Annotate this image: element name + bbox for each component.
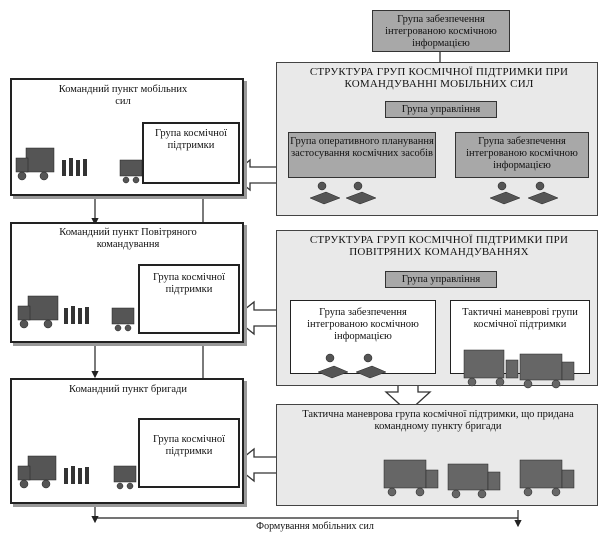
structure-air-title: СТРУКТУРА ГРУП КОСМІЧНОЇ ПІДТРИМКИ ПРИ П… [309, 234, 569, 258]
command-post-brigade-label: Командний пункт бригади [68, 384, 187, 395]
support-group-box-3: Група космічної підтримки [138, 418, 240, 488]
management-group-air: Група управління [385, 271, 497, 288]
support-group-box-1: Група космічної підтримки [142, 122, 240, 184]
trailer-icon [119, 159, 143, 184]
management-group-mobile: Група управління [385, 101, 497, 118]
structure-mobile-title: СТРУКТУРА ГРУП КОСМІЧНОЇ ПІДТРИМКИ ПРИ К… [309, 66, 569, 90]
brigade-group-panel: Тактична маневрова група космічної підтр… [276, 404, 598, 506]
top-info-group-label: Група забезпечення інтегрованою космічно… [372, 10, 510, 52]
soldiers-icon [64, 466, 89, 484]
trailer-icon [111, 307, 135, 332]
brigade-group-label: Тактична маневрова група космічної підтр… [302, 409, 574, 432]
bottom-formation-label: Формування мобільних сил [256, 521, 374, 532]
truck-icon [17, 455, 57, 489]
trailer-icon [113, 465, 137, 490]
truck-icon [383, 459, 575, 499]
command-post-mobile-label: Командний пункт мобільних сил [58, 84, 188, 107]
command-post-air-label: Командний пункт Повітряного командування [59, 227, 197, 250]
truck-icon [463, 349, 575, 389]
support-group-box-2: Група космічної підтримки [138, 264, 240, 334]
truck-icon [17, 295, 59, 329]
soldiers-icon [62, 158, 87, 176]
soldiers-icon [64, 306, 89, 324]
info-group-box-mobile: Група забезпечення інтегрованою космічно… [455, 132, 589, 178]
planning-group-box: Група оперативного планування застосуван… [288, 132, 436, 178]
truck-icon [15, 147, 55, 181]
